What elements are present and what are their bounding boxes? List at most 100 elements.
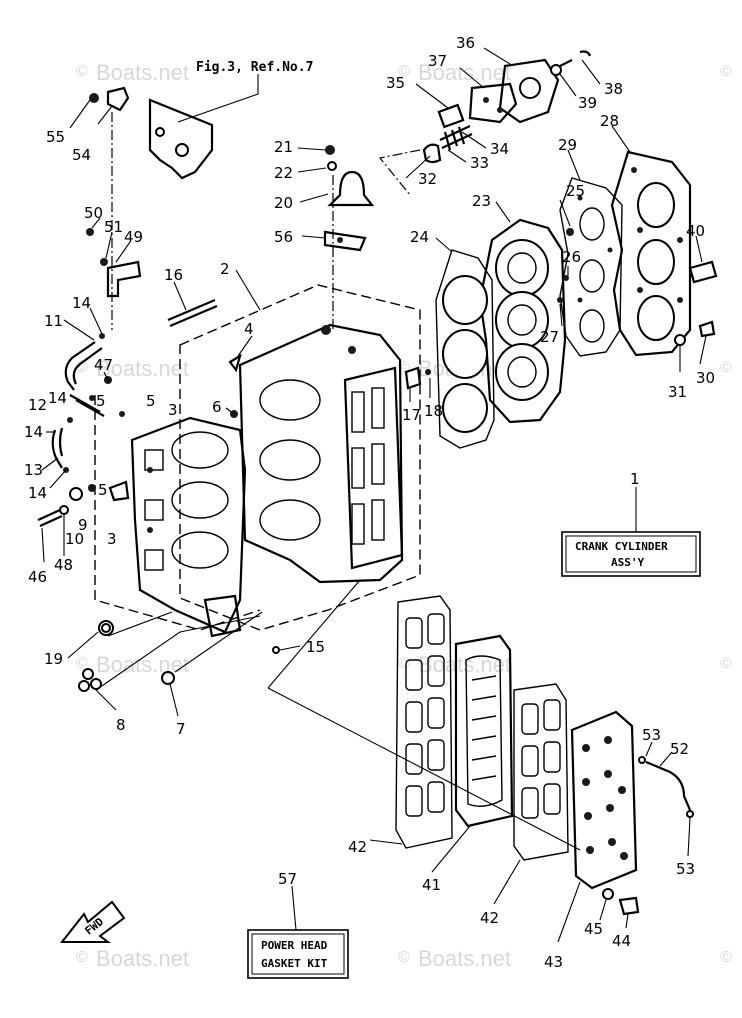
leader bbox=[174, 611, 263, 673]
bolt bbox=[557, 297, 563, 303]
cylinder-block bbox=[230, 323, 404, 584]
callout-label: 22 bbox=[274, 164, 293, 182]
watermark-symbol: © bbox=[76, 655, 88, 672]
callout-label: 53 bbox=[676, 860, 695, 878]
watermarks: © Boats.net © Boats.net © © Boats.net © … bbox=[76, 60, 732, 971]
callout-label: 16 bbox=[164, 266, 183, 284]
callout-label: 57 bbox=[278, 870, 297, 888]
watermark-text: Boats.net bbox=[418, 946, 511, 971]
callout-label: 28 bbox=[600, 112, 619, 130]
assembly-label-line1: CRANK CYLINDER bbox=[575, 540, 668, 553]
callout-label: 31 bbox=[668, 383, 687, 401]
callout-label: 45 bbox=[584, 920, 603, 938]
callout-label: 54 bbox=[72, 146, 91, 164]
leader bbox=[279, 645, 301, 651]
dowel-pin bbox=[272, 646, 280, 654]
leader bbox=[267, 687, 581, 851]
bolt bbox=[425, 369, 431, 375]
callout-label: 15 bbox=[306, 638, 325, 656]
callout-label: 14 bbox=[24, 423, 43, 441]
callout-label: 51 bbox=[104, 218, 123, 236]
callout-label: 12 bbox=[28, 396, 47, 414]
washer bbox=[674, 334, 686, 346]
callout-label: 53 bbox=[642, 726, 661, 744]
callout-label: 29 bbox=[558, 136, 577, 154]
callout-label: 42 bbox=[348, 838, 367, 856]
watermark-symbol: © bbox=[720, 949, 732, 966]
leader bbox=[267, 579, 361, 689]
center-line bbox=[378, 149, 421, 196]
watermark-text: Boats.net bbox=[96, 946, 189, 971]
watermark-symbol: © bbox=[720, 63, 732, 80]
callout-label: 17 bbox=[402, 406, 421, 424]
callout-label: 52 bbox=[670, 740, 689, 758]
bracket-clamp bbox=[323, 145, 375, 252]
callout-label: 6 bbox=[212, 398, 222, 416]
exhaust-cover-plate bbox=[570, 710, 638, 890]
watermark-text: Boats.net bbox=[96, 60, 189, 85]
sensor-part bbox=[688, 260, 718, 284]
callout-label: 47 bbox=[94, 356, 113, 374]
callout-label: 21 bbox=[274, 138, 293, 156]
assembly-outline bbox=[179, 284, 421, 631]
callout-label: 7 bbox=[176, 720, 186, 738]
callout-label: 44 bbox=[612, 932, 631, 950]
dowel-pin bbox=[228, 353, 242, 373]
bracket-part bbox=[89, 86, 214, 180]
callout-label: 43 bbox=[544, 953, 563, 971]
bolt bbox=[37, 508, 63, 528]
callout-label: 39 bbox=[578, 94, 597, 112]
washer bbox=[69, 487, 83, 501]
callout-label: 25 bbox=[566, 182, 585, 200]
callout-label: 14 bbox=[72, 294, 91, 312]
bolt bbox=[404, 366, 422, 390]
callout-label: 38 bbox=[604, 80, 623, 98]
callout-label: 14 bbox=[28, 484, 47, 502]
small-bracket bbox=[86, 228, 142, 298]
gasket-kit-line2: GASKET KIT bbox=[261, 957, 328, 970]
leader bbox=[95, 615, 261, 691]
gasket-kit-line1: POWER HEAD bbox=[261, 939, 328, 952]
hose-lines bbox=[51, 333, 125, 473]
bolt bbox=[563, 275, 569, 281]
fwd-arrow-icon: FWD bbox=[59, 900, 126, 943]
callout-label: 36 bbox=[456, 34, 475, 52]
callout-label: 33 bbox=[470, 154, 489, 172]
callout-label: 9 bbox=[78, 516, 88, 534]
watermark-symbol: © bbox=[398, 949, 410, 966]
callout-label: 41 bbox=[422, 876, 441, 894]
exhaust-cover bbox=[610, 150, 692, 357]
callout-label: 18 bbox=[424, 402, 443, 420]
crankcase-half bbox=[130, 416, 247, 638]
callout-label: 11 bbox=[44, 312, 63, 330]
reference-note: Fig.3, Ref.No.7 bbox=[196, 60, 313, 75]
callouts: 1 2 3 3 4 5 5 5 6 7 8 9 10 11 12 13 14 1… bbox=[24, 34, 715, 971]
callout-label: 5 bbox=[98, 481, 108, 499]
callout-label: 3 bbox=[107, 530, 117, 548]
watermark-symbol: © bbox=[398, 655, 410, 672]
watermark-symbol: © bbox=[76, 359, 88, 376]
watermark-text: Boats.net bbox=[418, 60, 511, 85]
callout-label: 2 bbox=[220, 260, 230, 278]
callout-label: 30 bbox=[696, 369, 715, 387]
assembly-outline bbox=[94, 395, 261, 631]
head-gasket bbox=[435, 249, 495, 449]
assembly-label-box: CRANK CYLINDER ASS'Y bbox=[561, 531, 701, 577]
hose bbox=[645, 760, 692, 811]
clip bbox=[638, 756, 646, 764]
callout-label: 23 bbox=[472, 192, 491, 210]
callout-label: 34 bbox=[490, 140, 509, 158]
callout-label: 13 bbox=[24, 461, 43, 479]
exhaust-gasket-inner bbox=[513, 683, 569, 861]
oil-seal-inner bbox=[101, 623, 111, 633]
cylinder-head bbox=[478, 218, 567, 424]
callout-label: 40 bbox=[686, 222, 705, 240]
callout-label: 32 bbox=[418, 170, 437, 188]
washer bbox=[59, 505, 69, 515]
callout-label: 1 bbox=[630, 470, 640, 488]
watermark-symbol: © bbox=[398, 63, 410, 80]
bolt bbox=[698, 320, 716, 338]
callout-label: 35 bbox=[386, 74, 405, 92]
bolt-head bbox=[161, 671, 175, 685]
